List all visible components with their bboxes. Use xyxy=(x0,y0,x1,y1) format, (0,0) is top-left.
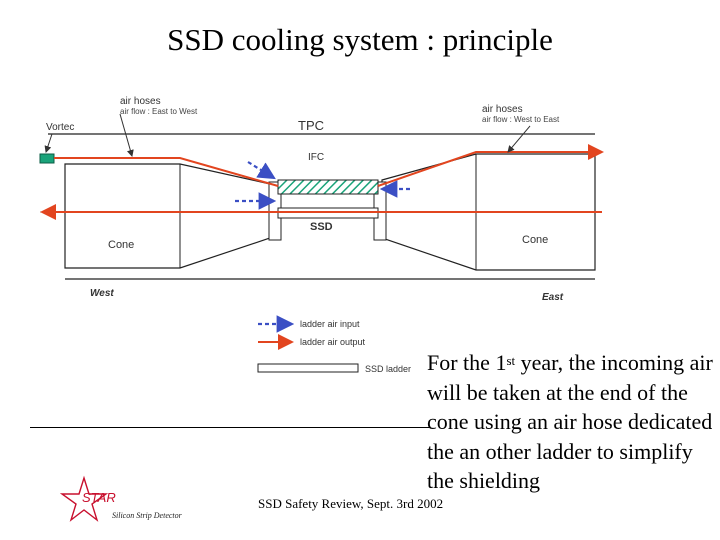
legend-output-label: ladder air output xyxy=(300,337,366,347)
ssd-ladder-hatched xyxy=(277,179,379,195)
star-icon xyxy=(60,475,109,522)
label-hose-left-title: air hoses xyxy=(120,96,161,107)
label-hose-right-sub: air flow : West to East xyxy=(482,115,560,124)
label-hose-right-title: air hoses xyxy=(482,104,523,115)
label-west: West xyxy=(90,288,114,299)
legend-input-label: ladder air input xyxy=(300,319,360,329)
body-text: For the 1st year, the incoming air will … xyxy=(427,348,717,496)
air-input-arrow-top xyxy=(247,161,276,180)
slide-title: SSD cooling system : principle xyxy=(167,22,553,57)
label-tpc: TPC xyxy=(298,118,324,133)
logo-subtitle: Silicon Strip Detector xyxy=(112,511,183,520)
body-text-prefix: For the 1 xyxy=(427,350,507,375)
body-text-rest: year, the incoming air will be taken at … xyxy=(427,350,713,493)
horizontal-rule xyxy=(30,427,430,428)
air-output-right xyxy=(377,144,604,187)
air-output-left xyxy=(54,157,279,187)
label-east: East xyxy=(542,292,564,303)
cooling-diagram: air hoses air flow : East to West air ho… xyxy=(39,96,604,374)
legend-ladder-label: SSD ladder xyxy=(365,364,411,374)
cone-left-shape xyxy=(64,163,271,269)
label-cone-left: Cone xyxy=(108,239,134,251)
footer-text: SSD Safety Review, Sept. 3rd 2002 xyxy=(258,496,444,511)
label-ifc: IFC xyxy=(308,152,324,163)
label-cone-right: Cone xyxy=(522,234,548,246)
vortec-box xyxy=(39,153,55,164)
legend-ladder-swatch xyxy=(257,363,359,373)
label-vortec: Vortec xyxy=(46,122,74,133)
star-logo: STAR Silicon Strip Detector xyxy=(60,475,183,522)
body-text-superscript: st xyxy=(506,353,516,368)
logo-star-text: STAR xyxy=(82,490,116,505)
label-ssd: SSD xyxy=(310,221,333,233)
label-hose-left-sub: air flow : East to West xyxy=(120,107,198,116)
